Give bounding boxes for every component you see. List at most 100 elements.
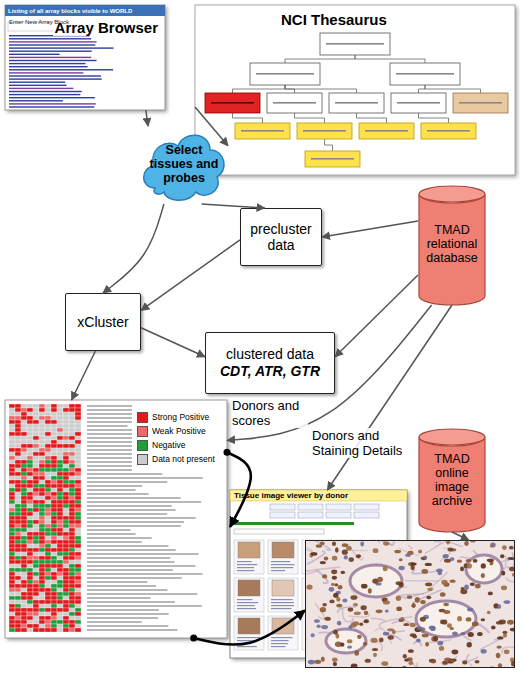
heat-cell [33, 556, 39, 560]
concept-box [329, 93, 384, 113]
decor-shape [271, 608, 291, 609]
heat-cell [57, 620, 63, 624]
heat-cell [45, 580, 51, 584]
list-line [9, 88, 73, 89]
heat-cell [27, 484, 33, 488]
row-label-line [87, 469, 132, 470]
heat-cell [75, 628, 81, 632]
heat-cell [21, 420, 27, 424]
heat-cell [39, 552, 45, 556]
decor-shape [268, 540, 298, 574]
heat-cell [33, 472, 39, 476]
heat-cell [45, 404, 51, 408]
heat-cell [57, 556, 63, 560]
heat-cell [63, 524, 69, 528]
legend-row: Negative [137, 438, 215, 452]
heat-cell [33, 452, 39, 456]
row-label-line [87, 589, 167, 590]
heat-cell [57, 588, 63, 592]
nucleus [361, 584, 367, 589]
tree-link [285, 85, 357, 93]
nucleus [336, 597, 340, 602]
heat-cell [9, 428, 15, 432]
heat-cell [39, 460, 45, 464]
heat-cell [51, 556, 57, 560]
nucleus [402, 666, 407, 668]
heat-cell [9, 568, 15, 572]
heat-cell [39, 492, 45, 496]
heat-cell [45, 544, 51, 548]
heat-cell [51, 420, 57, 424]
nucleus [443, 554, 449, 558]
heat-cell [9, 488, 15, 492]
heat-cell [15, 440, 21, 444]
nucleus [446, 540, 450, 544]
heat-cell [39, 476, 45, 480]
cylinder-body [419, 194, 485, 305]
decor-shape [237, 567, 254, 568]
heat-cell [57, 484, 63, 488]
heat-cell [69, 516, 75, 520]
heat-cell [75, 428, 81, 432]
heat-cell [69, 456, 75, 460]
heat-cell [21, 456, 27, 460]
button-shape [354, 512, 379, 518]
heat-cell [63, 548, 69, 552]
nucleus [472, 622, 479, 627]
heat-cell [75, 444, 81, 448]
heat-cell [15, 484, 21, 488]
nucleus [442, 660, 448, 664]
row-label-line [87, 561, 175, 562]
heat-cell [75, 416, 81, 420]
heat-cell [33, 436, 39, 440]
heat-cell [45, 572, 51, 576]
nucleus [461, 587, 465, 590]
heat-cell [57, 520, 63, 524]
tree-link [419, 113, 449, 123]
nucleus [334, 583, 338, 586]
heat-cell [9, 512, 15, 516]
nucleus [457, 616, 462, 621]
heat-cell [75, 512, 81, 516]
row-label-line [87, 409, 132, 410]
nucleus [467, 608, 474, 612]
heat-cell [15, 600, 21, 604]
heat-cell [57, 508, 63, 512]
list-line [9, 63, 86, 64]
row-label-line [87, 597, 151, 598]
heat-cell [45, 444, 51, 448]
duct [466, 555, 502, 583]
list-line [9, 69, 113, 70]
heat-cell [75, 508, 81, 512]
heat-cell [27, 588, 33, 592]
concept-box [205, 93, 260, 113]
nucleus [436, 568, 443, 572]
nucleus [464, 541, 469, 546]
tree-link [325, 139, 333, 151]
nucleus [325, 617, 331, 621]
heat-cell [33, 508, 39, 512]
heat-cell [33, 568, 39, 572]
decor-shape [5, 400, 227, 638]
heat-cell [45, 492, 51, 496]
stroma-fiber [466, 654, 478, 661]
heat-cell [57, 492, 63, 496]
nucleus [349, 557, 354, 562]
nucleus [371, 638, 378, 643]
heat-cell [45, 464, 51, 468]
heat-cell [21, 436, 27, 440]
heat-cell [15, 496, 21, 500]
heat-cell [57, 440, 63, 444]
row-label-line [87, 473, 162, 474]
heat-cell [57, 524, 63, 528]
heat-cell [45, 576, 51, 580]
heat-cell [63, 408, 69, 412]
legend-text: Negative [152, 440, 186, 450]
database-cylinder: TMAD online image archive [418, 428, 486, 532]
heat-cell [9, 572, 15, 576]
flow-arrow [327, 305, 452, 490]
nucleus [376, 610, 383, 614]
heat-cell [51, 628, 57, 632]
heat-cell [9, 520, 15, 524]
heat-cell [33, 600, 39, 604]
